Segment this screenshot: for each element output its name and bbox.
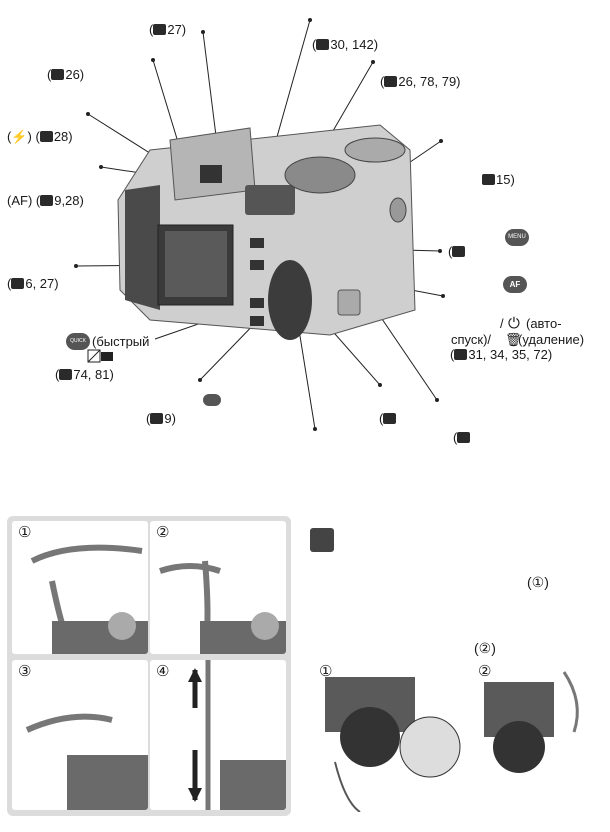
af-button-icon: AF [503,276,527,293]
page-ref-icon [40,195,54,206]
page-ref-icon [452,246,466,257]
page-ref-icon [153,24,167,35]
self-timer-label-1: (авто- [526,316,562,331]
flash-ref-label: (⚡) (28) [7,129,73,144]
ref-74-81-label: (74, 81) [55,367,114,382]
slash-label: / [500,316,504,331]
ref-6-27-label: (6, 27) [7,276,59,291]
page-ref-icon [384,76,398,87]
self-timer-icon: ⏻ [508,315,520,332]
ref-label-bottom-1: ( [379,411,397,426]
circled-2: ② [478,662,492,680]
strap-step-4: ④ [150,660,286,810]
lens-cap-attach-photo: ① [315,662,465,812]
flash-icon: ⚡ [11,129,28,144]
quick-label: (быстрый [92,334,150,349]
step-number: ② [156,523,170,541]
circled-1: ① [319,662,333,680]
page-ref-icon [454,349,468,360]
page-ref-icon [59,369,73,380]
circled-1-ref: (①) [527,574,549,590]
page-ref-icon [457,432,471,443]
delete-label: (удаление) [518,332,585,347]
ref-9-label: (9) [146,411,176,426]
ref-30-142-label: (30, 142) [312,37,379,52]
strap-step-2: ② [150,521,286,654]
menu-button-icon: MENU [505,229,529,246]
page-ref-icon [383,413,397,424]
ref-label-bottom-2: ( [453,430,471,445]
page-ref-icon [39,131,53,142]
step-number: ④ [156,662,170,680]
page-ref-icon [316,39,330,50]
quick-review-icon [87,349,115,363]
page-ref-icon [150,413,164,424]
page-ref-icon [51,69,65,80]
menu-ref-label: ( [448,244,466,259]
self-timer-label-2: спуск)/ [451,332,492,347]
ref-15-label: 15) [482,172,515,187]
ref-31-34-35-72-label: (31, 34, 35, 72) [450,347,553,362]
lens-cap-tip-icon [310,528,334,552]
lens-cap-strap-photo: ② [474,662,594,812]
circled-2-ref: (②) [474,640,496,656]
af-ref-label: (AF) (9,28) [7,193,84,208]
page-ref-icon [11,278,25,289]
page-ref-icon [482,174,495,185]
strap-step-1: ① [12,521,148,654]
quick-button-icon: QUICK [66,333,90,350]
ref-27-label: (27) [149,22,187,37]
ref-26-label: (26) [47,67,85,82]
display-button-icon [203,394,221,406]
step-number: ③ [18,662,32,680]
step-number: ① [18,523,32,541]
trash-icon: 🗑 [505,332,522,347]
ref-26-78-79-label: (26, 78, 79) [380,74,461,89]
strap-step-3: ③ [12,660,148,810]
